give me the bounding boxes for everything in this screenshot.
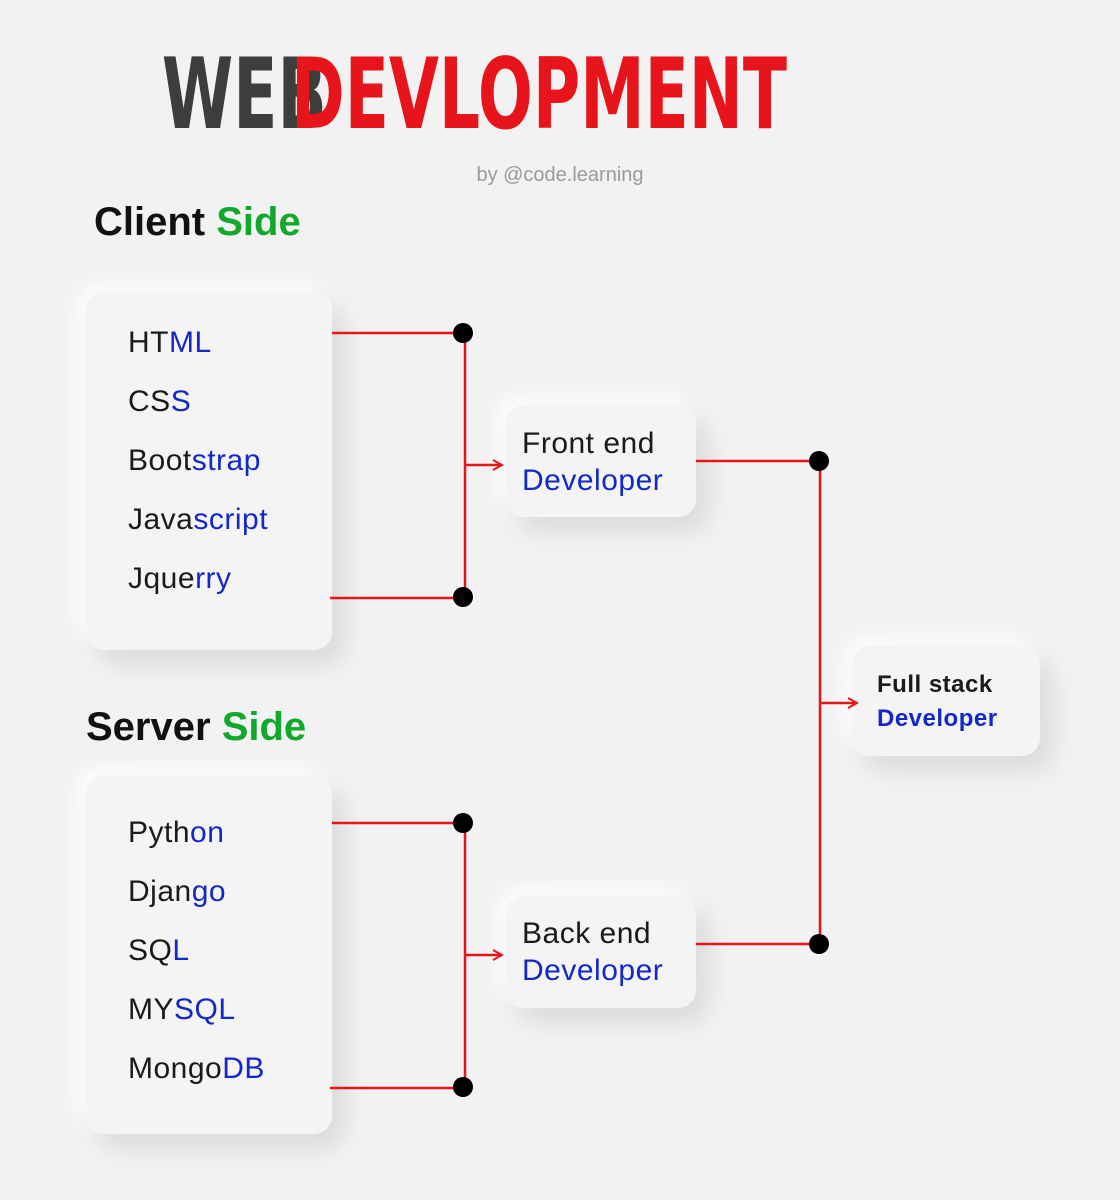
skill-item: MYSQL [128,993,236,1026]
client-skills-card: HTML CSS Bootstrap Javascript Jquerry [86,292,332,650]
server-skills-card: Python Django SQL MYSQL MongoDB [86,776,332,1134]
junction-dot [453,587,473,607]
frontend-developer-label: Front end Developer [522,427,664,497]
fullstack-developer-card: Full stack Developer [852,646,1040,756]
junction-dot [453,1077,473,1097]
skill-item: HTML [128,326,212,359]
skill-item: Python [128,816,225,849]
title-word-1: WEB [162,38,328,152]
backend-developer-label: Back end Developer [522,917,664,987]
byline: by @code.learning [476,164,644,186]
junction-dot [809,934,829,954]
skill-item: SQL [128,934,190,967]
client-side-heading: Client Side [94,200,301,245]
fullstack-developer-label: Full stack Developer [877,671,998,732]
skill-item: Django [128,875,227,908]
junction-dot [453,813,473,833]
client-side-heading-main: Client [94,200,206,244]
frontend-developer-card: Front end Developer [506,405,696,517]
skill-item: MongoDB [128,1052,265,1085]
server-side-heading-main: Server [86,705,211,749]
title-word-2: DEVLOPMENT [291,38,788,152]
backend-developer-card: Back end Developer [506,896,696,1008]
skill-item: Javascript [128,503,269,536]
server-side-heading-accent: Side [221,705,307,749]
skill-item: Bootstrap [128,444,261,477]
skill-item: Jquerry [128,562,232,595]
client-side-heading-accent: Side [216,200,301,244]
junction-dot [809,451,829,471]
skill-item: CSS [128,385,192,418]
server-side-heading: Server Side [86,705,306,750]
page-title: WEB DEVLOPMENT [0,40,1120,150]
junction-dot [453,323,473,343]
